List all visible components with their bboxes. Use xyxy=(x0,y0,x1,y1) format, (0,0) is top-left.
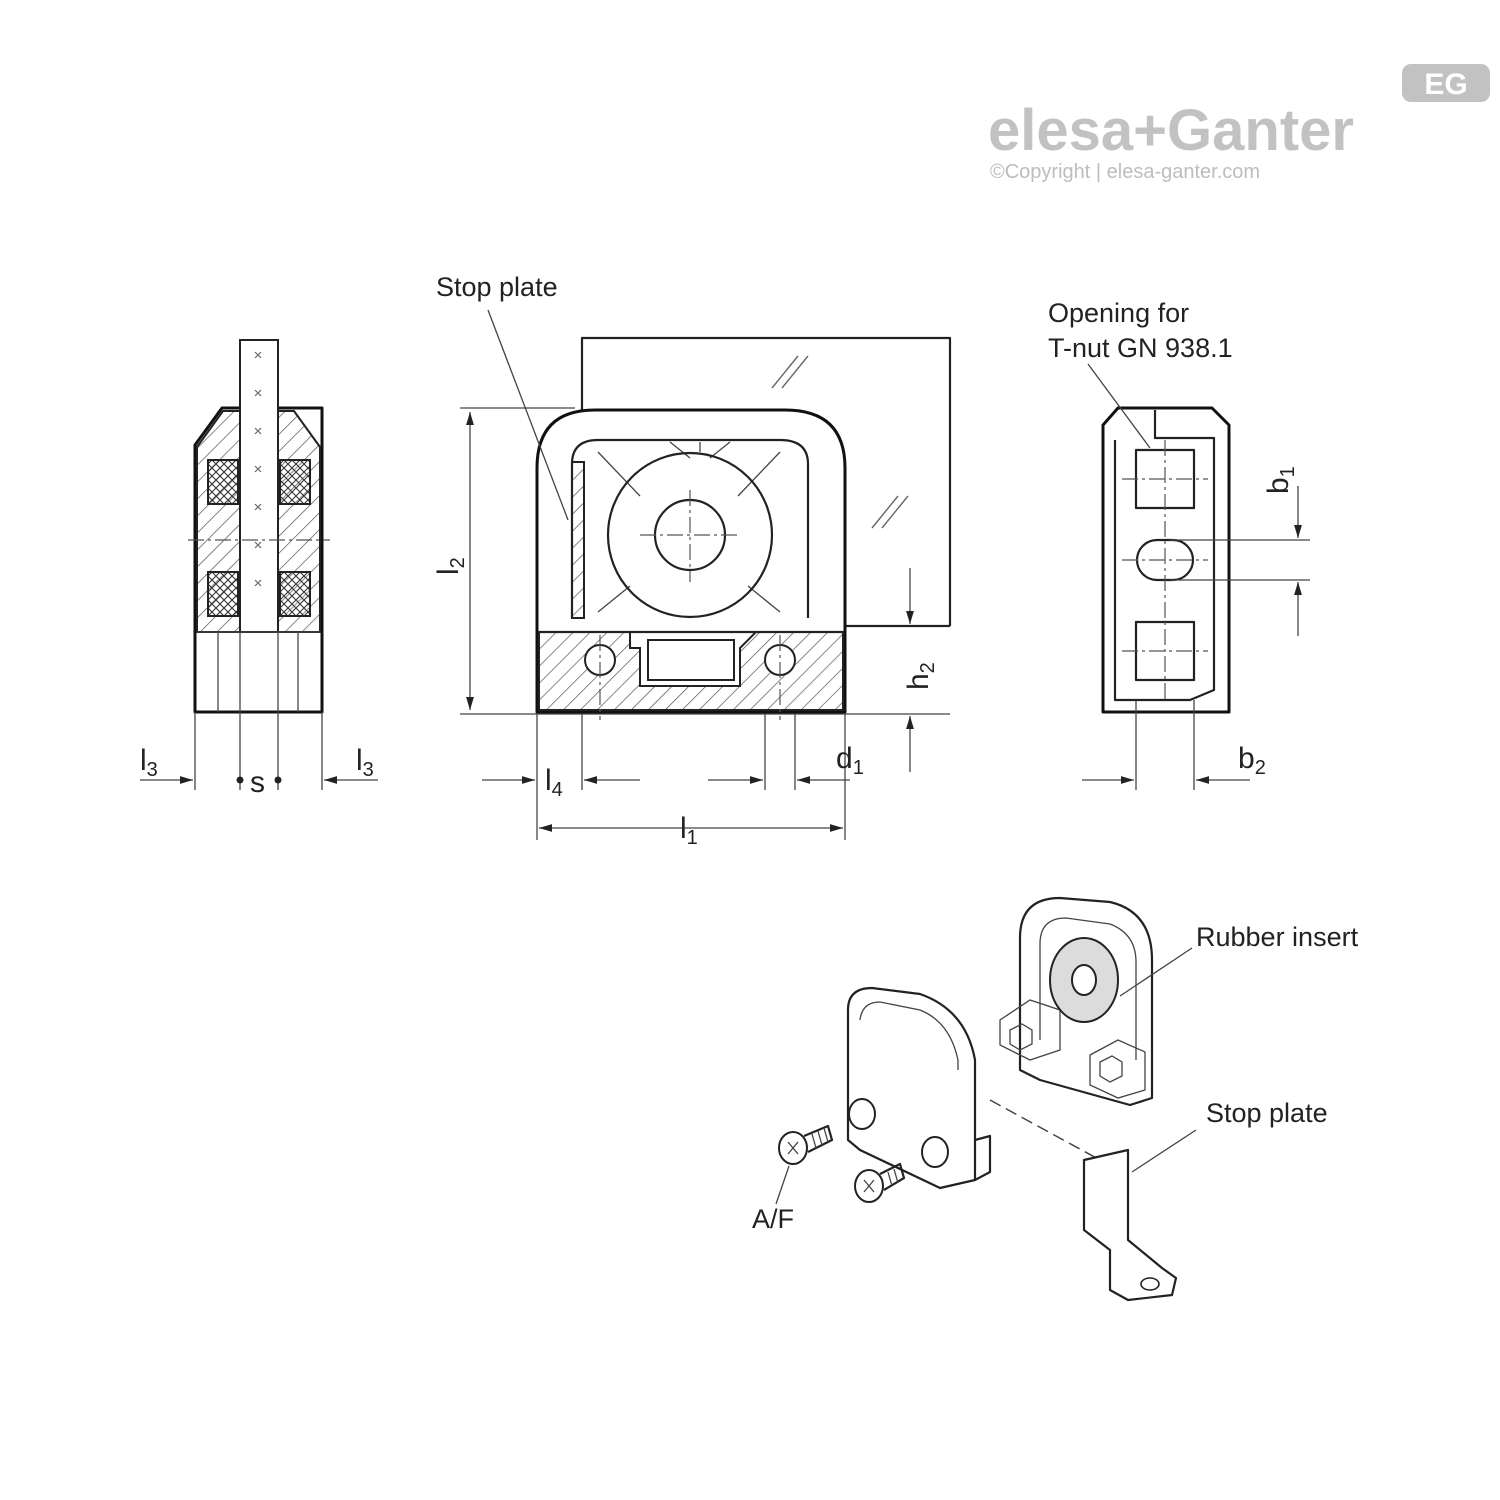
glass-panel-outline xyxy=(580,336,952,626)
iso-cover-outline xyxy=(846,986,977,1190)
rubber-block-4 xyxy=(279,571,311,617)
logo: EG elesa+Ganter ©Copyright | elesa-gante… xyxy=(988,64,1490,183)
rubber-block-1 xyxy=(207,459,239,505)
label-stop-plate: Stop plate xyxy=(436,272,558,302)
screw-2 xyxy=(854,1162,906,1203)
dim-l3-left: l3 xyxy=(140,744,158,781)
glass-panel-section xyxy=(239,339,279,633)
glass-reflection-marks xyxy=(771,355,909,529)
back-inner-outline xyxy=(1113,410,1216,702)
assembly-dash-line xyxy=(989,1099,1101,1161)
dim-l2: l2 xyxy=(432,557,469,575)
screw-1 xyxy=(778,1124,834,1165)
dim-l1: l1 xyxy=(680,812,698,849)
rubber-insert-circle xyxy=(606,451,774,619)
side-section-view: l3 s l3 xyxy=(140,339,378,799)
dim-s: s xyxy=(250,766,265,799)
back-body-outline xyxy=(1101,406,1231,714)
opening-leader xyxy=(1087,363,1151,449)
tnut-slot xyxy=(647,639,735,681)
iso-cover-hole-1 xyxy=(848,1098,876,1130)
logo-badge-box xyxy=(1402,64,1490,102)
label-af: A/F xyxy=(752,1204,794,1234)
rubber-insert-leader xyxy=(1119,947,1193,997)
dim-b1: b1 xyxy=(1262,466,1299,494)
stop-plate-iso-leader xyxy=(1131,1129,1197,1173)
label-opening-line2: T-nut GN 938.1 xyxy=(1048,333,1233,363)
label-rubber-insert: Rubber insert xyxy=(1196,922,1359,952)
iso-cover-hole-2 xyxy=(921,1136,949,1168)
dim-h2: h2 xyxy=(902,662,939,690)
front-view: l2 h2 l4 d1 l1 Stop plate xyxy=(432,272,952,849)
iso-body-base-outline xyxy=(1018,896,1154,1107)
logo-brand: elesa+Ganter xyxy=(988,98,1354,163)
stop-plate-leader xyxy=(487,309,569,521)
rubber-block-3 xyxy=(207,571,239,617)
dim-b2: b2 xyxy=(1238,742,1266,779)
iso-base-block-right xyxy=(1089,1039,1146,1099)
front-body-outline xyxy=(535,408,847,714)
stop-plate-section xyxy=(571,461,585,619)
front-inner-outline xyxy=(570,438,810,618)
iso-stop-plate xyxy=(1082,1148,1178,1302)
label-opening-line1: Opening for xyxy=(1048,298,1189,328)
logo-badge: EG xyxy=(1424,68,1467,101)
back-view: b1 b2 Opening for T-nut GN 938.1 xyxy=(1048,298,1310,790)
dim-l3-right: l3 xyxy=(356,744,374,781)
rib-lines xyxy=(597,451,781,613)
af-leader xyxy=(775,1165,790,1205)
label-stop-plate-iso: Stop plate xyxy=(1206,1098,1328,1128)
isometric-exploded-view: Rubber insert Stop plate A/F xyxy=(752,896,1359,1302)
glass-marks xyxy=(254,351,262,587)
rubber-block-2 xyxy=(279,459,311,505)
dim-l4: l4 xyxy=(545,764,563,801)
iso-base-block-left xyxy=(999,999,1061,1061)
dim-d1: d1 xyxy=(836,742,864,779)
logo-copyright: ©Copyright | elesa-ganter.com xyxy=(990,161,1260,183)
